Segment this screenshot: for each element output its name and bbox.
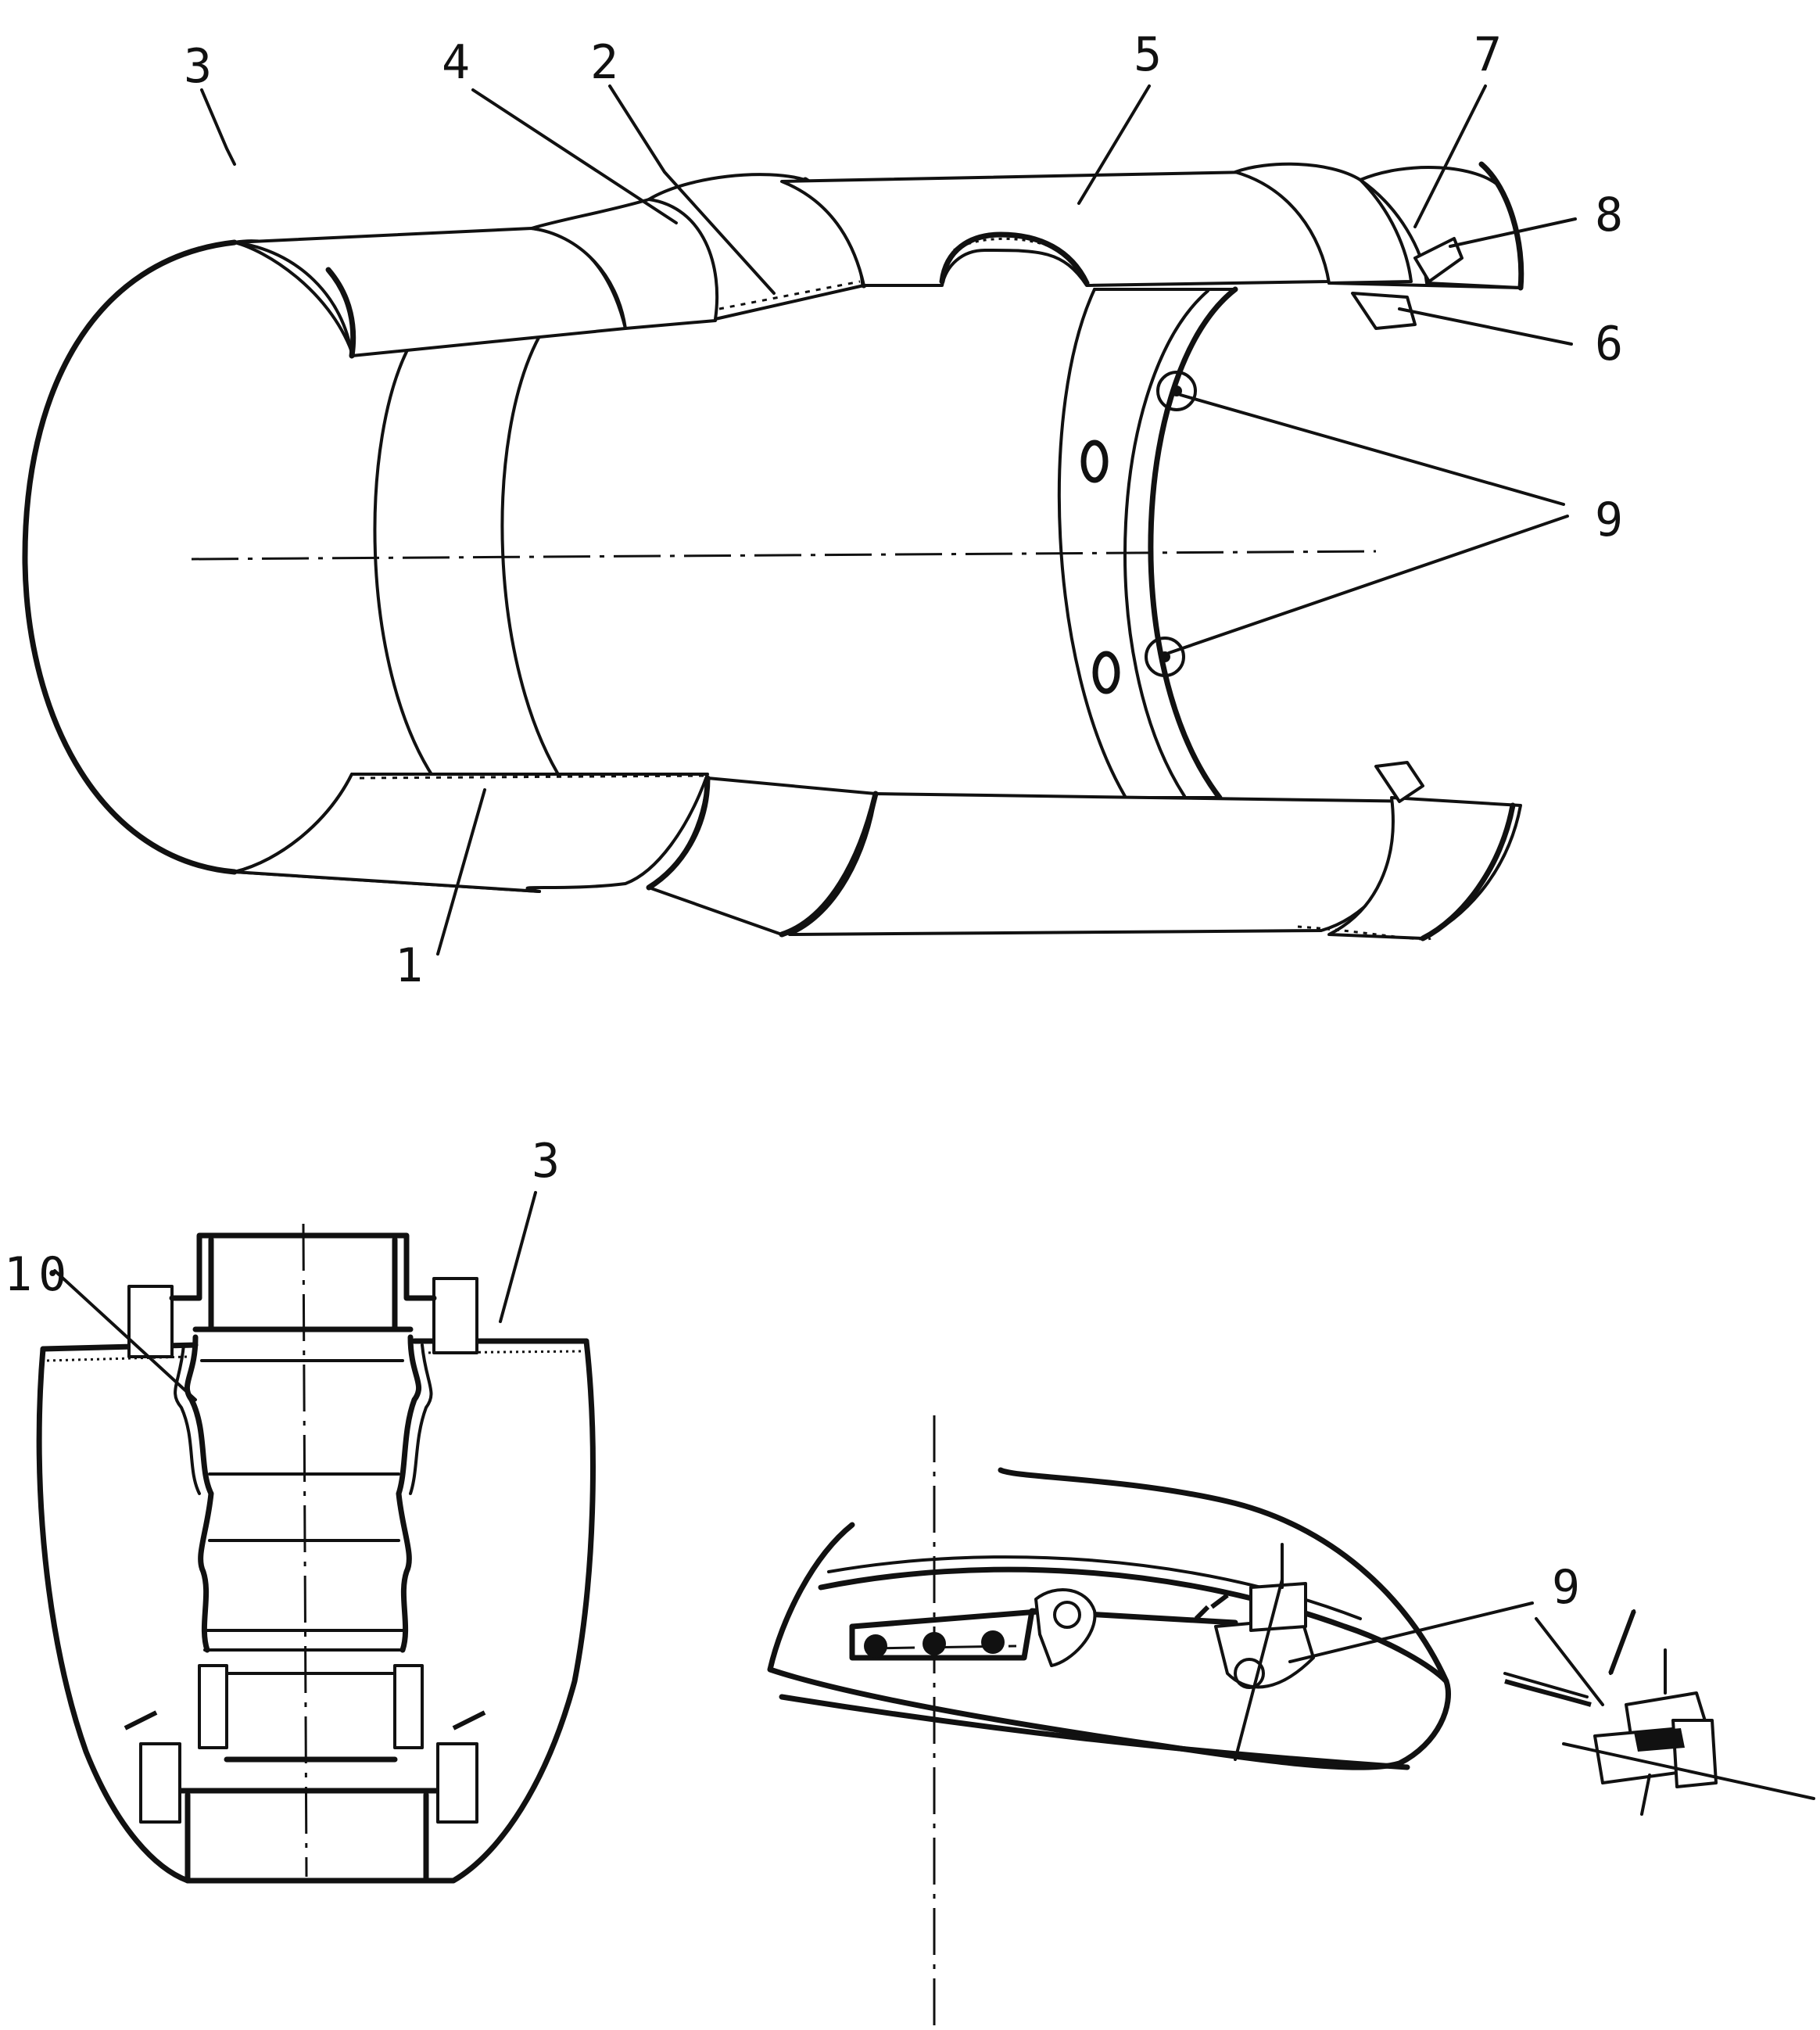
callout-labels: 3 4 2 5 7 8 6 9 1 3 10 9 <box>4 27 1623 1615</box>
upper-strip-center <box>780 170 1331 287</box>
ring-detail-view <box>767 1415 1815 2025</box>
section-centerline <box>302 1223 308 1878</box>
callout-8: 8 <box>1595 188 1623 242</box>
callout-3-top: 3 <box>184 39 212 94</box>
callout-3-section: 3 <box>532 1134 560 1189</box>
upper-strip-right <box>1234 161 1524 330</box>
callout-1: 1 <box>395 938 423 993</box>
callout-4: 4 <box>442 35 470 90</box>
callout-9-top: 9 <box>1595 493 1623 547</box>
callout-7: 7 <box>1474 27 1502 82</box>
ring-bolts <box>1080 371 1197 694</box>
callout-6: 6 <box>1595 317 1623 371</box>
callout-2: 2 <box>590 35 618 90</box>
axis-centerline <box>191 550 1377 561</box>
leader-lines-view1 <box>200 84 1577 956</box>
callout-9-detail: 9 <box>1552 1560 1580 1615</box>
lower-bands <box>646 761 1522 941</box>
bellows-section-view <box>36 1191 596 1884</box>
cylinder-perspective-view <box>22 161 1524 941</box>
callout-5: 5 <box>1134 27 1162 82</box>
upper-strip-left <box>233 227 627 359</box>
callout-10: 10 <box>4 1247 73 1302</box>
